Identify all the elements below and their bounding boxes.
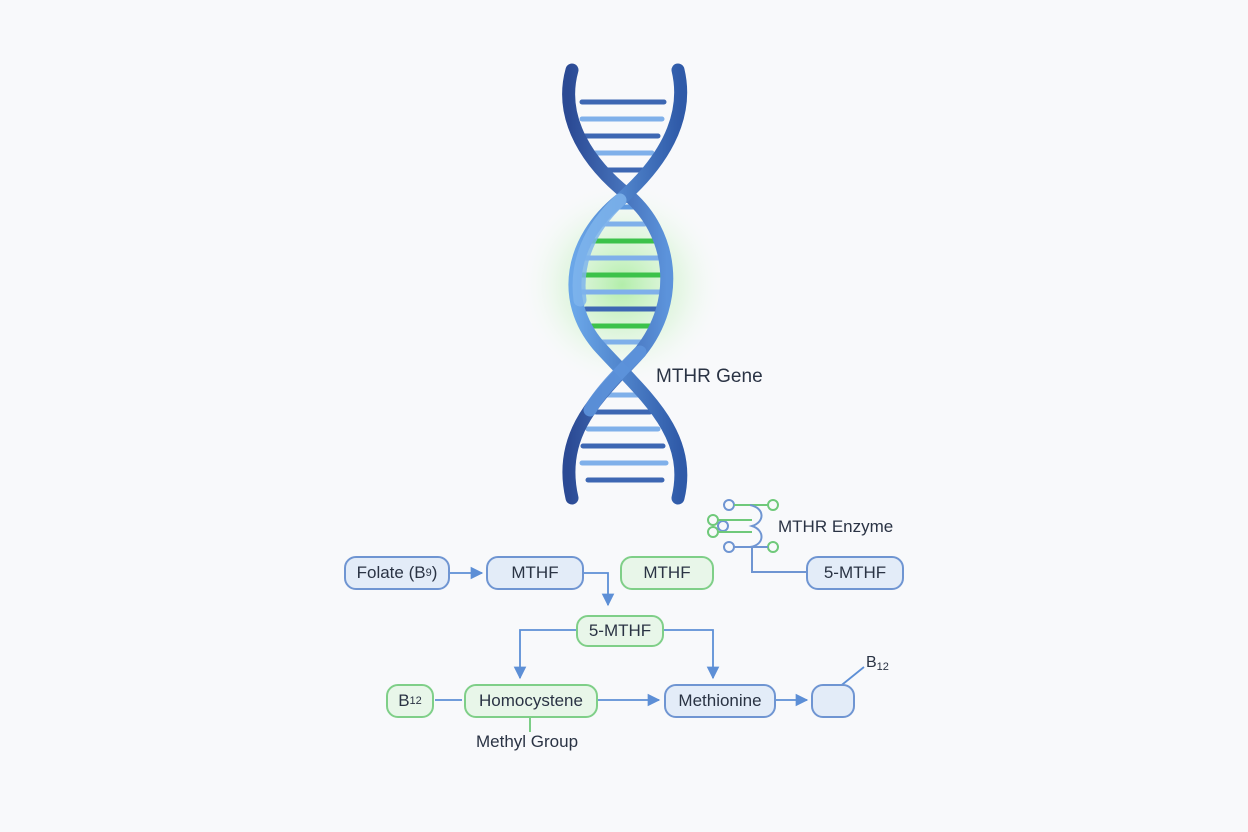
b12-floating-sub: 12 (876, 661, 889, 673)
dna-strand-b-front (583, 345, 647, 417)
folate-label-tail: ) (431, 563, 438, 582)
b12-floating-label: B12 (866, 654, 889, 673)
five-mthf-node-mid[interactable]: 5-MTHF (576, 615, 664, 647)
b12-label-base: B (398, 691, 410, 710)
dna-strand-a (562, 63, 674, 505)
gene-highlight-glow (517, 180, 727, 390)
folate-label-base: Folate (B (356, 563, 426, 582)
b12-label-sub: 12 (409, 695, 422, 707)
empty-box-node[interactable] (811, 684, 855, 718)
folate-label-sub: 9 (425, 567, 432, 579)
homocystene-node[interactable]: Homocystene (464, 684, 598, 718)
arrow-5mthf-left (513, 629, 576, 680)
enzyme-icon (707, 499, 806, 573)
methionine-node[interactable]: Methionine (664, 684, 776, 718)
dna-strand-a-front (572, 193, 627, 307)
mthf-node-blue[interactable]: MTHF (486, 556, 584, 590)
b12-floating-base: B (866, 654, 877, 671)
enzyme-label: MTHR Enzyme (778, 517, 894, 536)
gene-label: MTHR Gene (656, 366, 763, 387)
mthf-node-green[interactable]: MTHF (620, 556, 714, 590)
arrow-mthf-to-5mthf (584, 572, 615, 607)
arrow-5mthf-right (664, 629, 720, 680)
methyl-group-label: Methyl Group (476, 732, 579, 751)
five-mthf-node-top[interactable]: 5-MTHF (806, 556, 904, 590)
